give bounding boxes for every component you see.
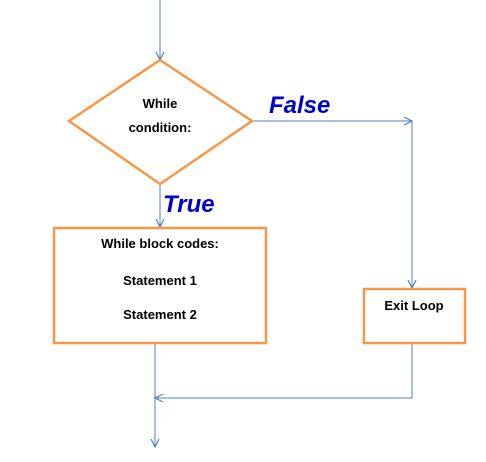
- false-label: False: [269, 92, 330, 119]
- decision-line-1: While: [143, 96, 178, 111]
- exit-loop-box: [362, 287, 467, 345]
- while-block-title: While block codes:: [101, 236, 219, 251]
- while-block-box: [52, 226, 268, 345]
- statement-1: Statement 1: [123, 273, 197, 288]
- decision-line-2: condition:: [129, 120, 192, 135]
- exit-loop-label: Exit Loop: [384, 298, 443, 313]
- decision-diamond: [66, 58, 255, 186]
- statement-2: Statement 2: [123, 307, 197, 322]
- true-label: True: [163, 191, 215, 218]
- exit-merge-arrow: [155, 344, 413, 398]
